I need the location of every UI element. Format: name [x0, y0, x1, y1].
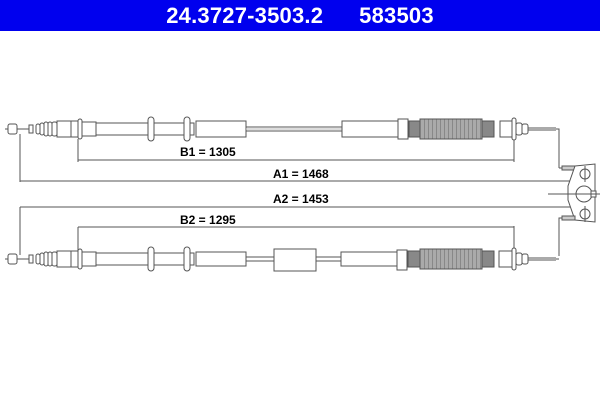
dimension-lines — [19, 139, 588, 255]
bellows-icon — [35, 250, 72, 268]
cable-end-nipple-icon — [5, 253, 34, 265]
bellows-icon — [35, 120, 72, 138]
dimension-a1: A1 = 1468 — [273, 167, 329, 181]
dimension-a2: A2 = 1453 — [273, 192, 329, 206]
reference-number: 583503 — [359, 3, 434, 28]
lower-cable — [5, 246, 559, 272]
article-number: 24.3727-3503.2 — [166, 3, 324, 28]
cable-end-nipple-icon — [5, 123, 34, 135]
cable-drawing — [5, 116, 600, 272]
title-bar: 24.3727-3503.2 583503 — [0, 0, 600, 31]
mounting-bracket-icon — [548, 163, 600, 256]
dimension-b2: B2 = 1295 — [180, 213, 236, 227]
upper-cable — [5, 116, 560, 182]
dimension-b1: B1 = 1305 — [180, 145, 236, 159]
